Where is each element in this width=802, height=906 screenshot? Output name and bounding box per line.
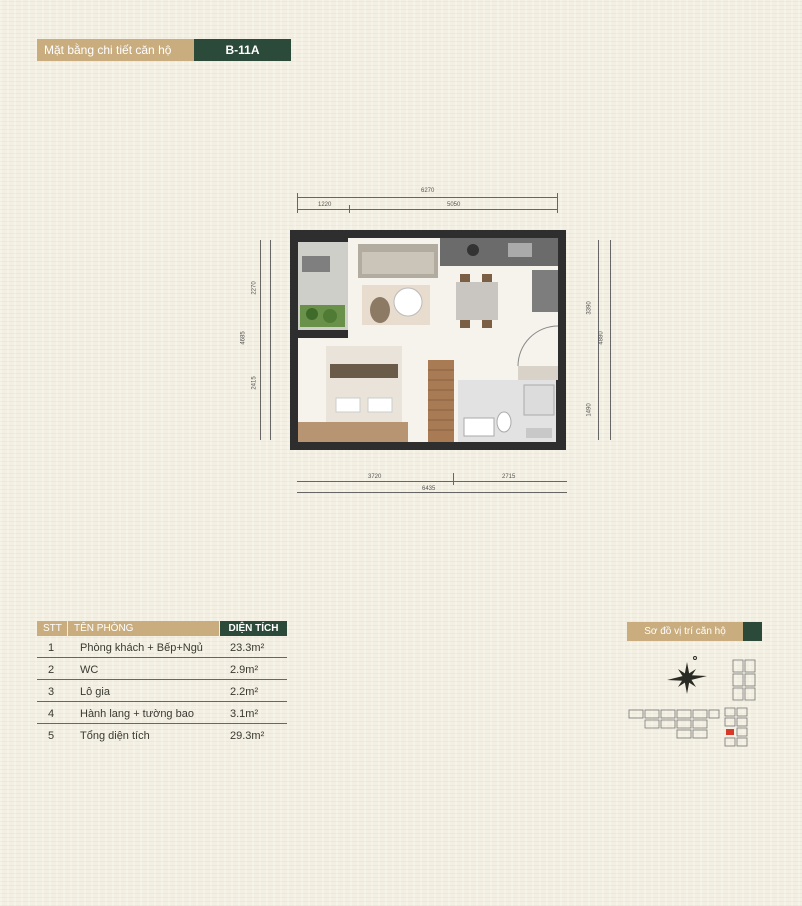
dim-top-left: 1220 (318, 202, 332, 208)
dim-top-total: 6270 (421, 188, 435, 194)
row-stt: 4 (48, 708, 55, 720)
site-location-map (625, 652, 765, 752)
row-stt: 2 (48, 664, 55, 676)
table-row: 5 Tổng diện tích 29.3m² (37, 724, 287, 745)
row-stt: 1 (48, 642, 55, 654)
row-area: 2.9m² (230, 664, 259, 676)
row-area: 2.2m² (230, 686, 259, 698)
row-area: 29.3m² (230, 730, 265, 742)
room-area-table: STT TÊN PHÒNG DIỆN TÍCH 1 Phòng khách + … (37, 621, 287, 745)
table-row: 3 Lô gia 2.2m² (37, 680, 287, 702)
dim-left-upper: 2270 (251, 281, 258, 295)
unit-code: B-11A (194, 39, 291, 61)
table-row: 1 Phòng khách + Bếp+Ngủ 23.3m² (37, 636, 287, 658)
dim-top-right: 5050 (447, 202, 461, 208)
row-name: Tổng diện tích (80, 730, 150, 742)
floor-plan: 6270 1220 5050 4685 2270 2415 3390 4880 … (240, 185, 620, 495)
dim-left-total: 4685 (240, 331, 247, 345)
row-name: Phòng khách + Bếp+Ngủ (80, 642, 203, 654)
row-name: Hành lang + tường bao (80, 708, 194, 720)
dim-left-lower: 2415 (251, 376, 258, 390)
row-area: 23.3m² (230, 642, 265, 654)
location-title: Sơ đồ vị trí căn hộ (627, 622, 743, 641)
location-title-bar: Sơ đồ vị trí căn hộ (627, 622, 762, 641)
dim-bottom-total: 6435 (422, 486, 436, 492)
table-row: 4 Hành lang + tường bao 3.1m² (37, 702, 287, 724)
dim-bottom-right: 2715 (502, 474, 516, 480)
dim-right-lower: 1490 (586, 403, 593, 417)
location-title-accent (743, 622, 762, 641)
table-header: STT TÊN PHÒNG DIỆN TÍCH (37, 621, 287, 636)
selected-unit-marker (726, 729, 734, 735)
compass-icon (667, 656, 707, 694)
dim-bottom-left: 3720 (368, 474, 382, 480)
row-stt: 5 (48, 730, 55, 742)
row-name: Lô gia (80, 686, 110, 698)
row-area: 3.1m² (230, 708, 259, 720)
row-stt: 3 (48, 686, 55, 698)
header-name: TÊN PHÒNG (68, 621, 219, 636)
row-name: WC (80, 664, 99, 676)
page-title: Mặt bằng chi tiết căn hộ (37, 39, 194, 61)
site-plan-drawing (628, 656, 756, 747)
apartment-plan-drawing (290, 230, 566, 450)
header-area: DIỆN TÍCH (220, 621, 287, 636)
dim-right-total: 4880 (598, 331, 605, 345)
title-bar: Mặt bằng chi tiết căn hộ B-11A (37, 39, 291, 61)
table-row: 2 WC 2.9m² (37, 658, 287, 680)
dim-right-upper: 3390 (586, 301, 593, 315)
header-stt: STT (37, 621, 67, 636)
